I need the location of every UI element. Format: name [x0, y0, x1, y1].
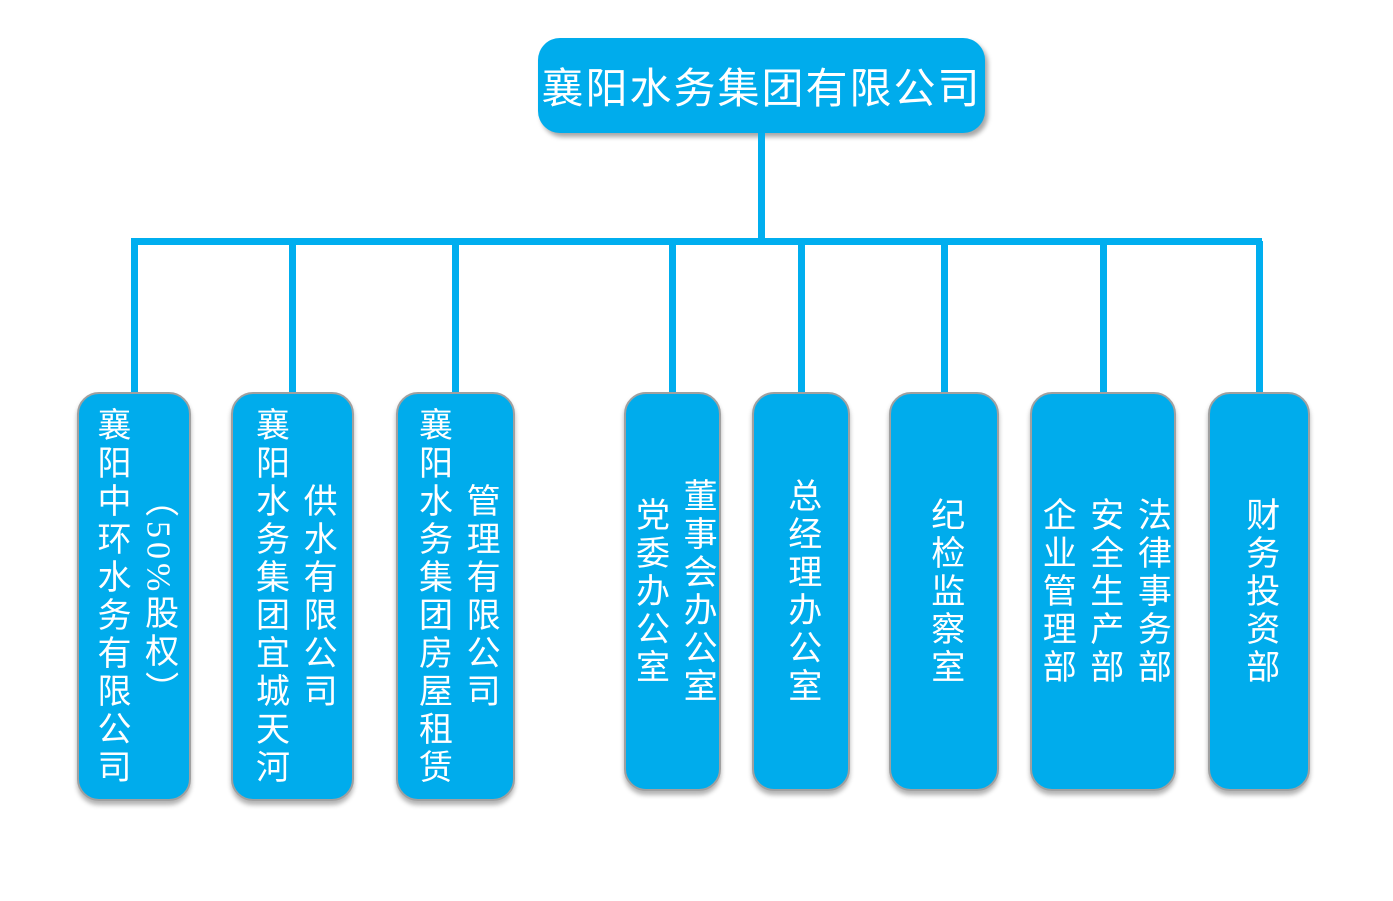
connector-drop-7 — [1100, 241, 1107, 392]
org-node-root-label: 襄阳水务集团有限公司 — [541, 67, 982, 113]
org-node-root: 襄阳水务集团有限公司 — [538, 38, 985, 133]
connector-drop-8 — [1256, 241, 1263, 392]
connector-root-stem — [758, 133, 765, 241]
org-node-label: 纪检监察室 — [925, 496, 963, 687]
org-node-label: 襄阳水务集团宜城天河 供水有限公司 — [250, 406, 336, 787]
org-node-label: 财务投资部 — [1240, 496, 1278, 687]
connector-drop-1 — [131, 241, 138, 392]
org-node-label: 企业管理部 安全生产部 法律事务部 — [1037, 496, 1170, 687]
org-node-discipline-inspection-office: 纪检监察室 — [889, 392, 999, 791]
org-node-yicheng-tianhe-water-supply: 襄阳水务集团宜城天河 供水有限公司 — [231, 392, 354, 801]
connector-drop-6 — [941, 241, 948, 392]
connector-drop-3 — [452, 241, 459, 392]
org-node-general-manager-office: 总经理办公室 — [752, 392, 850, 791]
org-node-enterprise-safety-legal-depts: 企业管理部 安全生产部 法律事务部 — [1030, 392, 1176, 791]
org-node-label: 党委办公室 董事会办公室 — [630, 477, 716, 706]
connector-drop-2 — [289, 241, 296, 392]
org-node-zhonghuan-water: 襄阳中环水务有限公司 （50%股权） — [77, 392, 191, 801]
org-node-housing-rental-management: 襄阳水务集团房屋租赁 管理有限公司 — [396, 392, 515, 801]
org-node-label: 总经理办公室 — [782, 477, 820, 706]
org-node-label: 襄阳中环水务有限公司 （50%股权） — [92, 406, 177, 787]
connector-drop-4 — [669, 241, 676, 392]
org-node-finance-investment-dept: 财务投资部 — [1208, 392, 1310, 791]
org-node-label: 襄阳水务集团房屋租赁 管理有限公司 — [413, 406, 499, 787]
connector-horizontal-bus — [131, 238, 1262, 245]
org-node-party-committee-board-office: 党委办公室 董事会办公室 — [624, 392, 721, 791]
connector-drop-5 — [798, 241, 805, 392]
